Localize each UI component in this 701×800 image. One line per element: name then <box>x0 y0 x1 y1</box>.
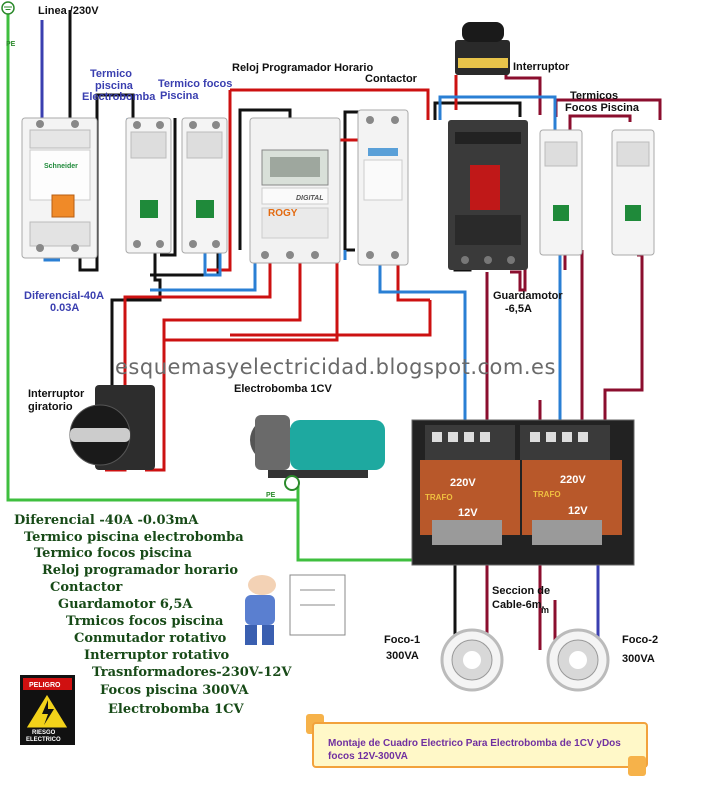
trafo1-primary: 220V <box>450 477 476 489</box>
light2-label: Foco-2 <box>622 634 659 646</box>
line-label: Linea /230V <box>38 5 99 17</box>
transformers-panel <box>411 419 635 566</box>
light-breaker-1 <box>539 129 583 256</box>
incoming-line <box>40 10 72 118</box>
risk-text-1: RIESGO <box>32 730 56 736</box>
legend-item: Contactor <box>50 580 123 595</box>
trafo1-secondary: 12V <box>458 507 478 519</box>
cable-section-sub: m <box>541 605 550 615</box>
timer-digital: DIGITAL <box>296 195 324 202</box>
light1-power: 300VA <box>386 650 419 662</box>
pool-light-1 <box>440 628 504 692</box>
light-breaker-2 <box>611 129 655 256</box>
trafo2-tag: TRAFO <box>533 490 561 499</box>
trafo2-primary: 220V <box>560 474 586 486</box>
danger-sign-icon <box>20 675 75 745</box>
legend-item: Guardamotor 6,5A <box>58 597 193 612</box>
pump-breaker-label-2: piscina <box>95 80 133 92</box>
caption-text: Montaje de Cuadro Electrico Para Electro… <box>328 738 621 762</box>
legend-item: Termico piscina electrobomba <box>24 530 244 545</box>
neutral-wires <box>43 95 562 420</box>
legend-item: Diferencial -40A -0.03mA <box>14 513 199 528</box>
trafo2-secondary: 12V <box>568 505 588 517</box>
pump-breaker-label-3: Electrobomba <box>82 91 156 103</box>
caption-box <box>312 722 648 768</box>
pe-label-pump: PE <box>266 492 276 499</box>
time-switch <box>249 117 341 264</box>
rcd-brand: Schneider <box>44 163 78 170</box>
time-switch-label: Reloj Programador Horario <box>232 62 374 74</box>
legend-item: Termico focos piscina <box>34 546 192 561</box>
rcd-label-2: 0.03A <box>50 302 80 314</box>
light2-power: 300VA <box>622 653 655 665</box>
trafo1-tag: TRAFO <box>425 493 453 502</box>
lights-breaker-label-2: Piscina <box>160 90 199 102</box>
lights-circuit-breaker <box>181 117 228 254</box>
switch-label: Interruptor <box>513 61 570 73</box>
pump-breaker-label-1: Termico <box>90 68 132 80</box>
light-breakers-label-1: Termicos <box>570 90 619 102</box>
timer-brand: ROGY <box>268 208 298 219</box>
water-pump <box>250 415 385 491</box>
legend-item: Electrobomba 1CV <box>108 702 244 717</box>
earth-icon <box>1 1 15 15</box>
contactor <box>357 109 409 266</box>
cable-section-label-1: Seccion de <box>492 585 551 597</box>
lights-breaker-label-1: Termico focos <box>158 78 233 90</box>
pump-circuit-breaker <box>125 117 172 254</box>
light1-label: Foco-1 <box>384 634 421 646</box>
legend-item: Trmicos focos piscina <box>66 614 224 629</box>
rotary-switch <box>69 385 155 470</box>
legend-item: Reloj programador horario <box>42 563 239 578</box>
rotary-switch-label-2: giratorio <box>28 401 73 413</box>
legend-item: Trasnformadores-230V-12V <box>92 665 292 680</box>
push-switch <box>455 22 510 75</box>
motor-breaker-label-1: Guardamotor <box>493 290 563 302</box>
watermark: esquemasyelectricidad.blogspot.com.es <box>115 355 556 379</box>
caption-fold-bottom <box>628 756 646 776</box>
rotary-switch-label-1: Interruptor <box>28 388 85 400</box>
risk-text-2: ELECTRICO <box>26 737 61 743</box>
legend-item: Focos piscina 300VA <box>100 683 249 698</box>
electrician-illustration-icon <box>245 574 346 645</box>
pump-label: Electrobomba 1CV <box>234 383 332 395</box>
legend-item: Conmutador rotativo <box>74 631 227 646</box>
danger-text: PELIGRO <box>29 682 61 689</box>
cable-section-label-2: Cable-6m. <box>492 599 545 611</box>
light-breakers-label-2: Focos Piscina <box>565 102 639 114</box>
motor-breaker-label-2: -6,5A <box>505 303 532 315</box>
legend-item: Interruptor rotativo <box>84 648 230 663</box>
motor-protection-breaker <box>448 120 528 270</box>
contactor-label: Contactor <box>365 73 417 85</box>
residual-current-breaker <box>21 117 98 259</box>
rcd-label-1: Diferencial-40A <box>24 290 105 302</box>
pool-light-2 <box>546 628 610 692</box>
pe-label-top: PE <box>6 41 16 48</box>
